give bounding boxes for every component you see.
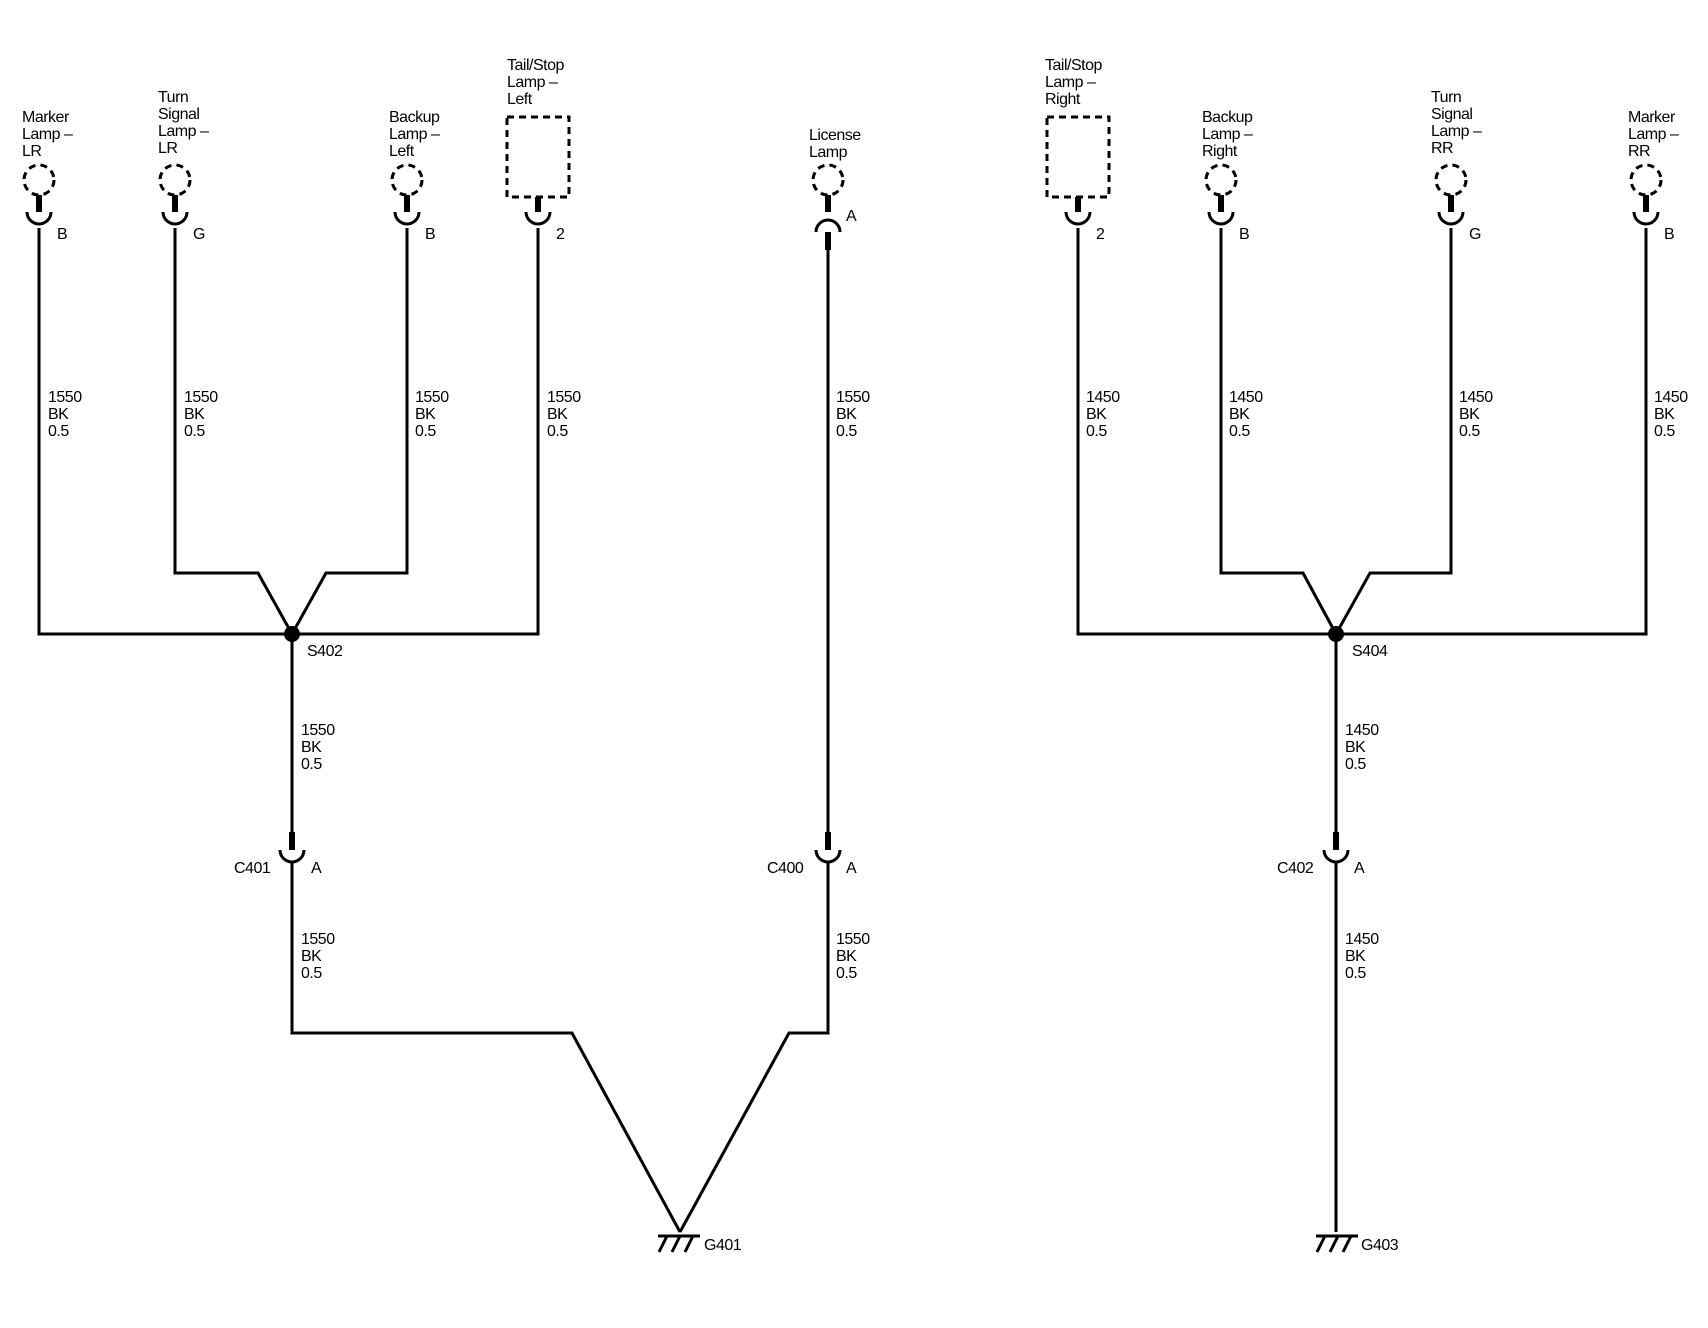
connector-c400-label: C400: [767, 860, 804, 877]
lamp-symbol-turn-rr: [1434, 163, 1468, 226]
ground-g401-symbol: [657, 1234, 700, 1253]
wire-label-marker-lr: 1550 BK 0.5: [48, 389, 86, 440]
splice-s404-label: S404: [1352, 643, 1388, 660]
wire-label-tail-right: 1450 BK 0.5: [1086, 389, 1124, 440]
wire-label-turn-lr: 1550 BK 0.5: [184, 389, 222, 440]
pin-license: A: [846, 208, 857, 225]
ground-g403-label: G403: [1361, 1237, 1399, 1254]
pin-tail-left: 2: [556, 226, 565, 243]
lamp-symbol-backup-right: [1204, 163, 1238, 226]
connector-c400-pin: A: [846, 860, 857, 877]
label-license-lamp: License Lamp: [809, 127, 865, 161]
wire-label-backup-left: 1550 BK 0.5: [415, 389, 453, 440]
lamp-symbol-marker-lr: [22, 163, 56, 226]
wire-marker-rr: [1336, 228, 1648, 636]
label-backup-lamp-left: Backup Lamp – Left: [389, 109, 443, 160]
wire-label-c400-g401: 1550 BK 0.5: [836, 931, 874, 982]
lamp-symbol-tail-left: [505, 115, 571, 226]
lamp-symbol-marker-rr: [1629, 163, 1663, 226]
wire-label-s404-c402: 1450 BK 0.5: [1345, 722, 1383, 773]
wire-label-license: 1550 BK 0.5: [836, 389, 874, 440]
wire-backup-left: [290, 228, 409, 635]
ground-g403-symbol: [1315, 1234, 1358, 1253]
connector-c400-symbol: [814, 832, 842, 864]
splice-s402-label: S402: [307, 643, 343, 660]
wire-backup-right: [1219, 228, 1338, 635]
ground-g401-label: G401: [704, 1237, 742, 1254]
pin-marker-rr: B: [1664, 226, 1674, 243]
label-tail-stop-lamp-right: Tail/Stop Lamp – Right: [1045, 57, 1106, 108]
connector-c402-pin: A: [1354, 860, 1365, 877]
wire-c401-g401: [290, 862, 682, 1233]
wire-turn-lr: [173, 228, 294, 635]
pin-backup-right: B: [1239, 226, 1249, 243]
wire-label-turn-rr: 1450 BK 0.5: [1459, 389, 1497, 440]
wire-label-tail-left: 1550 BK 0.5: [547, 389, 585, 440]
splice-s402-dot: [284, 626, 300, 642]
label-tail-stop-lamp-left: Tail/Stop Lamp – Left: [507, 57, 568, 108]
splice-s404-dot: [1328, 626, 1344, 642]
wire-c400-g401: [678, 862, 830, 1233]
wire-label-marker-rr: 1450 BK 0.5: [1654, 389, 1692, 440]
pin-tail-right: 2: [1096, 226, 1105, 243]
connector-c402-symbol: [1322, 832, 1350, 864]
wire-turn-rr: [1334, 228, 1453, 635]
wire-tail-right: [1076, 228, 1336, 636]
wire-label-c402-g403: 1450 BK 0.5: [1345, 931, 1383, 982]
wire-label-backup-right: 1450 BK 0.5: [1229, 389, 1267, 440]
label-marker-lamp-lr: Marker Lamp – LR: [22, 109, 76, 160]
pin-marker-lr: B: [57, 226, 67, 243]
pin-backup-left: B: [425, 226, 435, 243]
right-harness-wires: [1076, 228, 1648, 1232]
wire-label-s402-c401: 1550 BK 0.5: [301, 722, 339, 773]
label-backup-lamp-right: Backup Lamp – Right: [1202, 109, 1256, 160]
connector-c401-label: C401: [234, 860, 271, 877]
lamp-symbol-tail-right: [1045, 115, 1111, 226]
left-harness-wires: [37, 228, 830, 1233]
connector-c401-symbol: [278, 832, 306, 864]
lamp-symbol-backup-left: [390, 163, 424, 226]
wire-label-c401-g401: 1550 BK 0.5: [301, 931, 339, 982]
pin-turn-lr: G: [193, 226, 205, 243]
lamp-symbol-turn-lr: [158, 163, 192, 226]
label-turn-signal-lamp-rr: Turn Signal Lamp – RR: [1431, 89, 1485, 157]
lamp-symbol-license: [811, 163, 845, 250]
pin-turn-rr: G: [1469, 226, 1481, 243]
wire-marker-lr: [37, 228, 292, 636]
label-turn-signal-lamp-lr: Turn Signal Lamp – LR: [158, 89, 212, 157]
label-marker-lamp-rr: Marker Lamp – RR: [1628, 109, 1682, 160]
connector-c401-pin: A: [311, 860, 322, 877]
connector-c402-label: C402: [1277, 860, 1314, 877]
wire-tail-left: [292, 228, 540, 636]
